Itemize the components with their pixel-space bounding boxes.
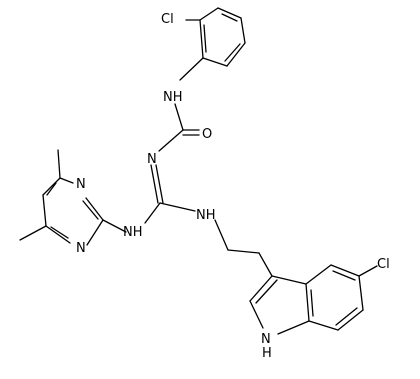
bond-guanidine-nh-left [144,202,161,224]
methyl-bottom [19,225,47,241]
ethyl-bond-2 [227,249,260,254]
indole-benzene-ring [305,264,364,331]
bond-nh-pyrimidine [102,219,127,233]
bond-nh-carbonyl [174,103,184,131]
atom-nh-ethyl: NH [196,208,216,223]
bond-n-guanidine-2 [155,164,164,204]
atom-o-carbonyl: O [202,127,212,142]
atom-nh-pyrimidine: NH [123,225,143,240]
atom-h-indole: H [262,346,272,361]
atom-n-indole: N [261,332,271,347]
bond-carbonyl-n [158,129,184,152]
bond-ring-nh [179,57,204,81]
atom-nh-urea: NH [163,90,183,105]
atom-cl-phenyl: Cl [161,12,174,27]
bond-guanidine-nh-right [159,202,196,212]
bond-n-guanidine-1 [150,164,159,204]
bond-indole-cl [358,265,378,277]
methyl-top [57,149,61,179]
atom-n-pyrimidine-bottom: N [76,241,86,256]
atom-n-imine: N [147,152,157,167]
chlorophenyl-ring [199,7,246,67]
pyrimidine-ring [42,177,104,246]
atom-cl-indole: Cl [377,257,390,272]
ethyl-bond-3 [258,252,273,277]
atom-n-pyrimidine-top: N [76,177,86,192]
ethyl-bond-1 [214,219,229,251]
indole-pyrrole-ring [249,275,310,335]
